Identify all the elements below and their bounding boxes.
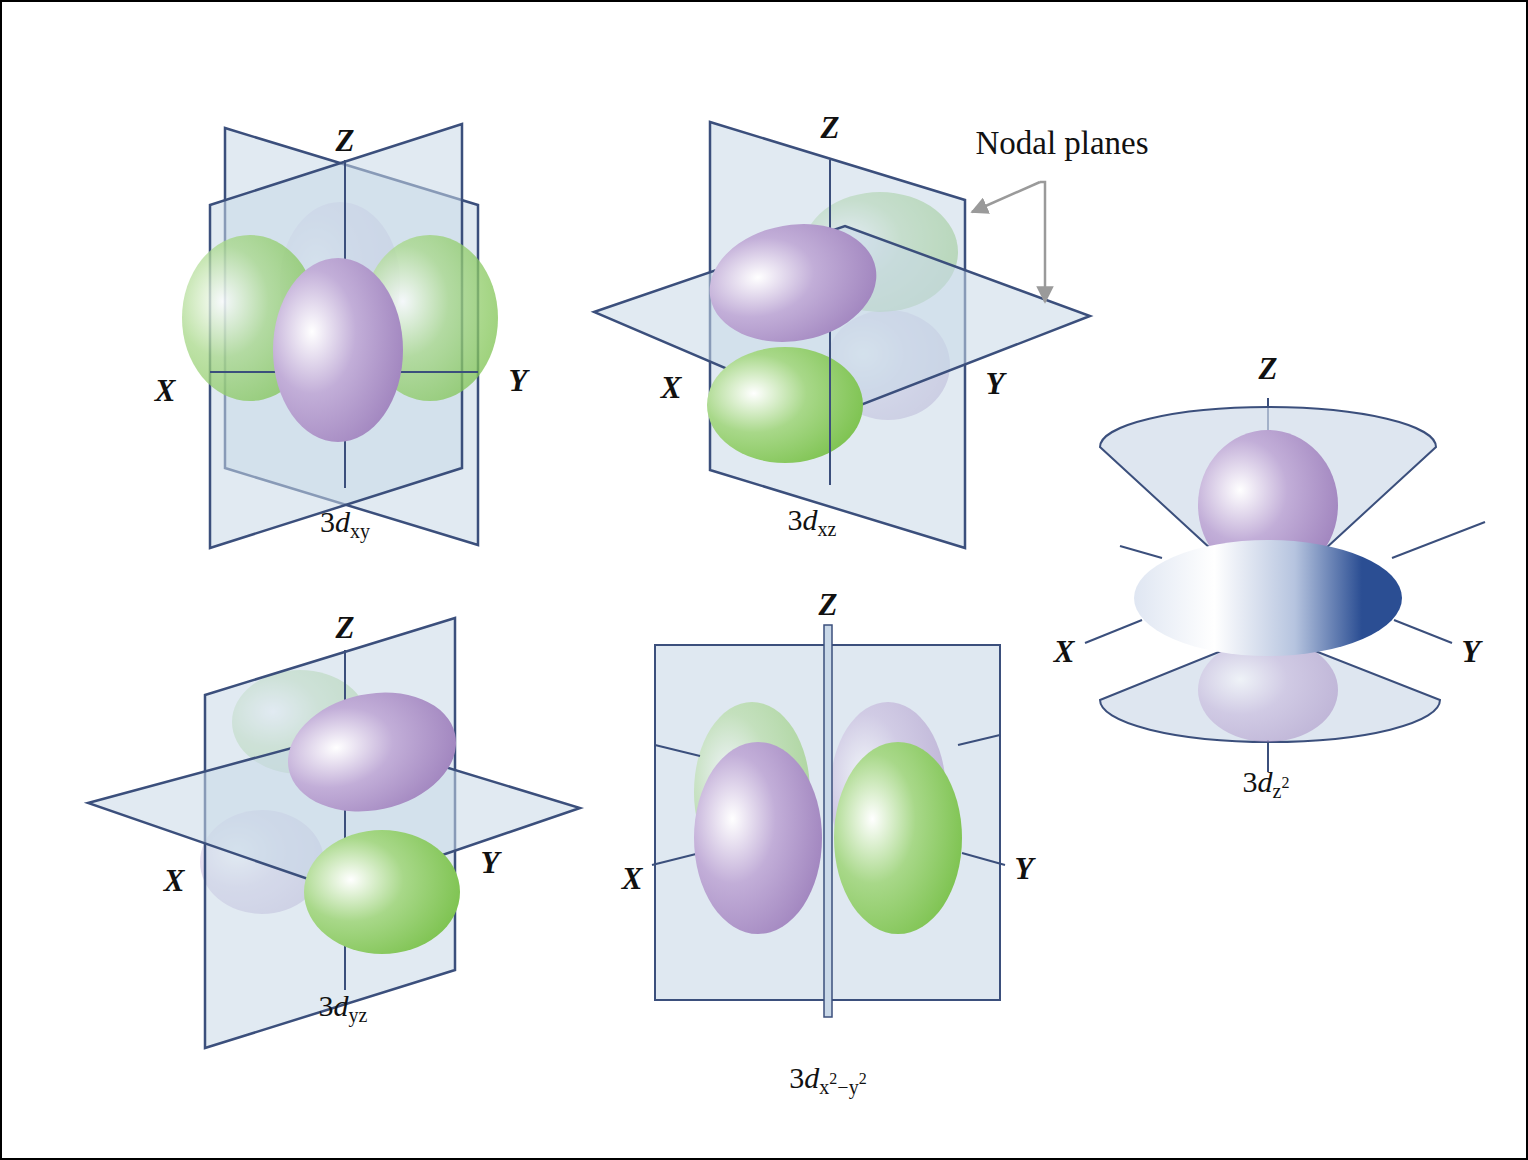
orbital-name: 3dxy (320, 507, 370, 537)
orbital-name: 3dyz (319, 991, 368, 1021)
orbital-name: 3dxz (788, 505, 837, 535)
axis-label: Y (1462, 636, 1481, 667)
dyz-figure (88, 618, 580, 1048)
axis-label: X (622, 863, 643, 894)
dxy-figure (182, 124, 498, 548)
axis-label: Z (821, 112, 840, 143)
callout-label: Nodal planes (975, 127, 1148, 160)
axis-label: Y (509, 365, 528, 396)
axis-label: X (1054, 636, 1075, 667)
axis-label: X (164, 865, 185, 896)
axis-label: X (155, 375, 176, 406)
axis-label: X (661, 372, 682, 403)
axis-label: Y (986, 368, 1005, 399)
axis-label: Z (336, 612, 355, 643)
orbital-name: 3dx2−y2 (789, 1063, 866, 1093)
axis-label: Y (481, 847, 500, 878)
axis-label: Y (1015, 853, 1034, 884)
orbital-name: 3dz2 (1243, 767, 1290, 797)
axis-label: Z (819, 589, 838, 620)
dxz-figure (594, 122, 1090, 548)
axis-label: Z (1259, 353, 1278, 384)
dz2-figure (1085, 398, 1485, 772)
axis-label: Z (336, 125, 355, 156)
dx2y2-figure (652, 625, 1005, 1017)
